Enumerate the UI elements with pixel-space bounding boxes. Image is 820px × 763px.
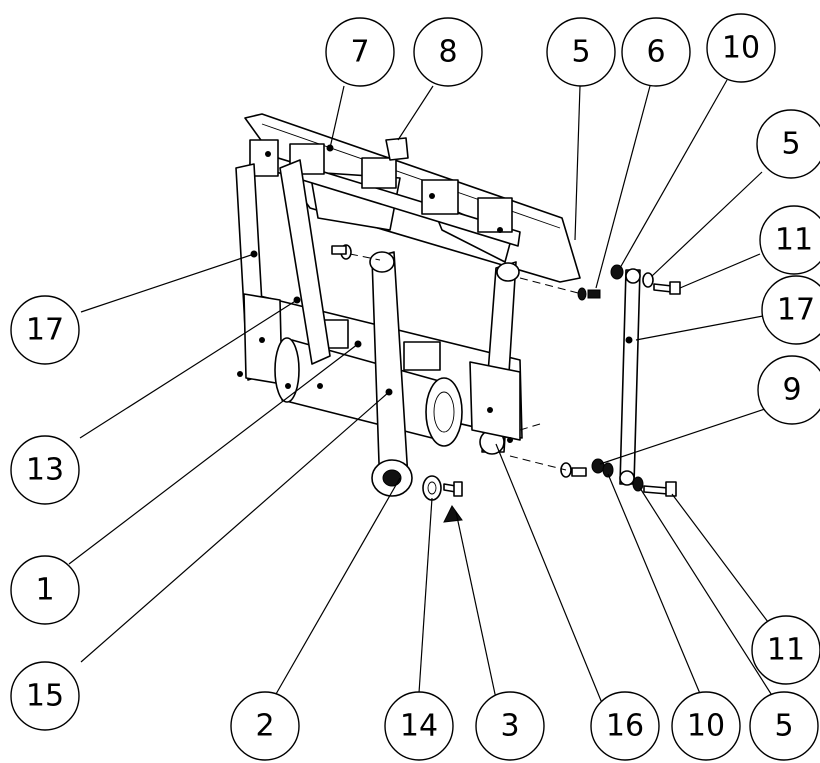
pointer-arrow — [443, 505, 463, 523]
top-bracket — [385, 137, 409, 161]
balloon-10-bottom: 10 — [671, 691, 741, 761]
svg-text:9: 9 — [782, 373, 801, 408]
balloon-8: 8 — [413, 17, 483, 87]
svg-text:6: 6 — [646, 35, 665, 70]
arm-13 — [279, 159, 331, 365]
right-side-bracket — [469, 361, 521, 441]
balloon-11-bottom: 11 — [751, 615, 820, 685]
cylinder-clamp-2 — [403, 341, 441, 371]
balloon-3: 3 — [475, 691, 545, 761]
balloon-6: 6 — [621, 17, 691, 87]
washer-5-bottom — [632, 476, 644, 492]
cylinder-end-left — [274, 337, 300, 403]
spacer-9 — [591, 458, 605, 474]
svg-text:17: 17 — [26, 313, 64, 348]
svg-text:14: 14 — [400, 709, 438, 744]
washer-14 — [422, 475, 442, 501]
svg-text:5: 5 — [774, 709, 793, 744]
balloon-5-top-2: 5 — [756, 109, 820, 179]
arm-15-bushing — [382, 469, 402, 487]
bearing-block-1 — [289, 143, 325, 175]
washer-5-top-inner — [577, 287, 587, 301]
balloon-17-left: 17 — [10, 295, 80, 365]
balloon-13: 13 — [10, 435, 80, 505]
nut-10-bottom — [602, 462, 614, 478]
cylinder-end-right — [425, 377, 463, 447]
balloon-5-bottom: 5 — [749, 691, 819, 761]
balloon-9: 9 — [757, 355, 820, 425]
balloon-11-top: 11 — [759, 205, 820, 275]
balloon-1: 1 — [10, 555, 80, 625]
svg-text:11: 11 — [775, 223, 813, 258]
svg-text:7: 7 — [350, 35, 369, 70]
svg-text:13: 13 — [26, 453, 64, 488]
svg-text:2: 2 — [255, 709, 274, 744]
bolt-6 — [587, 289, 601, 299]
balloon-17-right: 17 — [761, 275, 820, 345]
svg-text:15: 15 — [26, 679, 64, 714]
nut-10-top — [610, 264, 624, 280]
balloon-5-top-1: 5 — [546, 17, 616, 87]
washer-5-top — [642, 272, 654, 288]
svg-text:16: 16 — [606, 709, 644, 744]
bearing-block-3 — [421, 179, 459, 215]
balloon-2: 2 — [230, 691, 300, 761]
svg-text:8: 8 — [438, 35, 457, 70]
balloon-14: 14 — [384, 691, 454, 761]
svg-text:5: 5 — [571, 35, 590, 70]
arm-16-top-eye — [496, 262, 520, 282]
balloon-7: 7 — [325, 17, 395, 87]
svg-text:17: 17 — [777, 293, 815, 328]
svg-text:10: 10 — [722, 31, 760, 66]
bearing-block-2 — [361, 157, 397, 189]
arm-15-top-eye — [369, 251, 395, 273]
balloon-15: 15 — [10, 661, 80, 731]
svg-text:1: 1 — [35, 573, 54, 608]
assembly — [235, 113, 681, 523]
bolt-11-bottom — [643, 485, 669, 495]
balloon-16: 16 — [590, 691, 660, 761]
svg-text:3: 3 — [500, 709, 519, 744]
balloon-10-top: 10 — [706, 13, 776, 83]
bearing-block-4 — [477, 197, 513, 233]
svg-text:5: 5 — [781, 127, 800, 162]
svg-text:10: 10 — [687, 709, 725, 744]
leader-lines — [68, 79, 781, 709]
svg-text:11: 11 — [767, 633, 805, 668]
